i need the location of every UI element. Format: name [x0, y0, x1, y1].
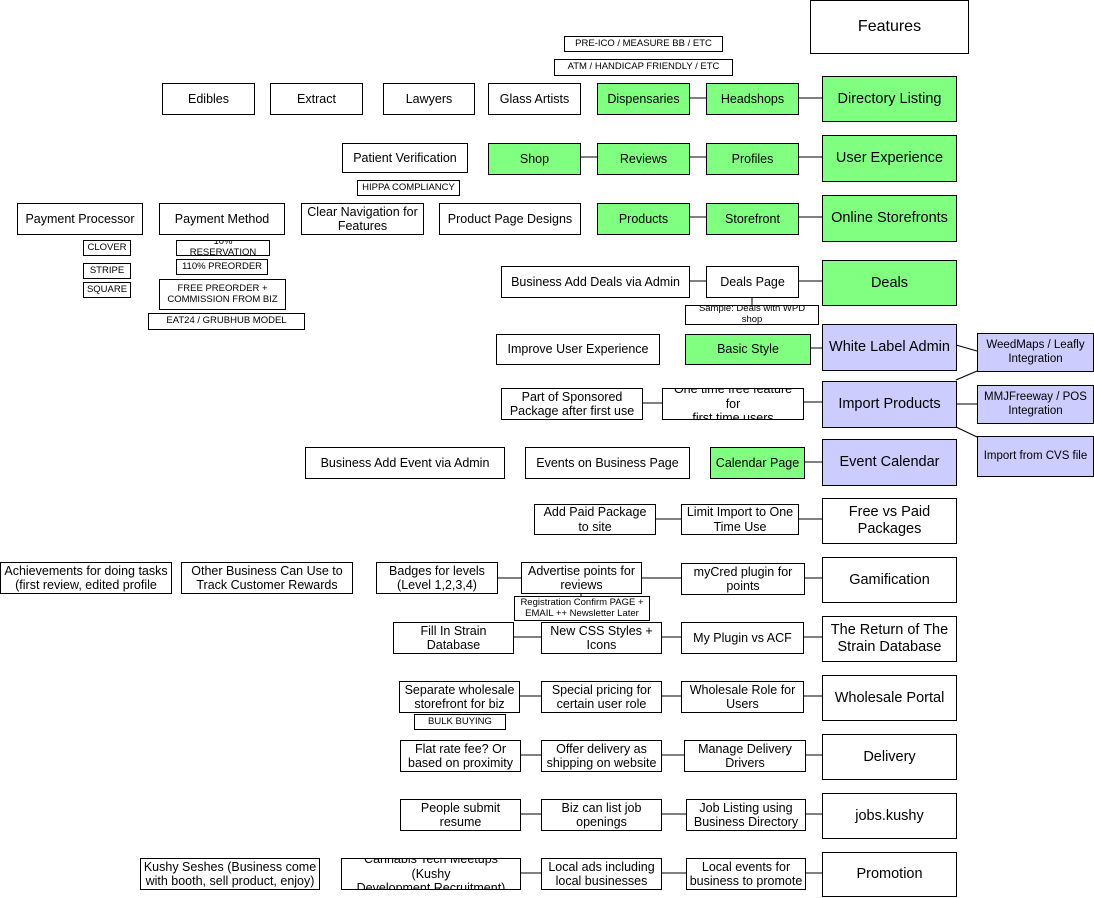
note-eat24: EAT24 / GRUBHUB MODEL	[148, 313, 305, 330]
node-basic-style: Basic Style	[685, 334, 811, 365]
feature-import-products: Import Products	[822, 381, 957, 428]
node-add-paid-package: Add Paid Package to site	[534, 504, 656, 535]
note-bulk-buying: BULK BUYING	[414, 714, 506, 730]
node-one-time-free: One time free feature for first time use…	[662, 388, 804, 420]
note-sample-deals: Sample: Deals with WPD shop	[685, 305, 819, 325]
node-special-pricing: Special pricing for certain user role	[541, 681, 662, 713]
node-badges-levels: Badges for levels (Level 1,2,3,4)	[376, 562, 498, 594]
node-new-css-styles: New CSS Styles + Icons	[541, 622, 662, 654]
node-clear-navigation: Clear Navigation for Features	[301, 203, 424, 235]
node-headshops: Headshops	[706, 83, 799, 115]
node-payment-processor: Payment Processor	[17, 203, 143, 235]
node-achievements: Achievements for doing tasks (first revi…	[0, 562, 172, 594]
node-deals-page: Deals Page	[706, 266, 799, 298]
node-local-events: Local events for business to promote	[686, 858, 806, 890]
node-extract: Extract	[270, 83, 363, 115]
node-patient-verification: Patient Verification	[342, 143, 468, 173]
node-business-add-event: Business Add Event via Admin	[305, 447, 505, 479]
node-glass-artists: Glass Artists	[488, 83, 581, 115]
node-events-business-page: Events on Business Page	[525, 447, 690, 479]
note-preorder: 110% PREORDER	[176, 259, 268, 275]
node-business-add-deals: Business Add Deals via Admin	[501, 266, 690, 298]
feature-online-storefronts: Online Storefronts	[822, 195, 957, 242]
features-header: Features	[810, 0, 969, 54]
node-separate-wholesale: Separate wholesale storefront for biz	[399, 681, 520, 713]
node-biz-list-jobs: Biz can list job openings	[541, 799, 662, 831]
note-clover: CLOVER	[83, 240, 131, 256]
node-edibles: Edibles	[162, 83, 255, 115]
node-manage-drivers: Manage Delivery Drivers	[684, 740, 806, 772]
note-hippa: HIPPA COMPLIANCY	[357, 180, 460, 196]
note-pre-ico: PRE-ICO / MEASURE BB / ETC	[564, 36, 723, 52]
note-stripe: STRIPE	[83, 263, 131, 279]
node-local-ads: Local ads including local businesses	[541, 858, 662, 890]
node-mmjfreeway-integration: MMJFreeway / POS Integration	[977, 385, 1094, 424]
feature-free-vs-paid: Free vs Paid Packages	[822, 498, 957, 544]
node-reviews: Reviews	[597, 143, 690, 175]
node-products: Products	[597, 203, 690, 235]
feature-jobs-kushy: jobs.kushy	[822, 793, 957, 839]
feature-user-experience: User Experience	[822, 135, 957, 182]
node-mycred-plugin: myCred plugin for points	[681, 563, 805, 595]
node-job-listing: Job Listing using Business Directory	[686, 799, 806, 831]
node-profiles: Profiles	[706, 143, 799, 175]
node-lawyers: Lawyers	[383, 83, 475, 115]
node-payment-method: Payment Method	[159, 203, 285, 235]
note-atm: ATM / HANDICAP FRIENDLY / ETC	[554, 59, 733, 76]
feature-gamification: Gamification	[822, 557, 957, 603]
feature-strain-database: The Return of The Strain Database	[822, 616, 957, 662]
note-reservation: 10% RESERVATION	[176, 240, 270, 256]
note-registration-confirm: Registration Confirm PAGE + EMAIL ++ New…	[514, 596, 650, 621]
note-free-preorder: FREE PREORDER + COMMISSION FROM BIZ	[159, 279, 286, 310]
node-weedmaps-integration: WeedMaps / Leafly Integration	[977, 333, 1094, 372]
node-shop: Shop	[488, 143, 581, 175]
node-advertise-points: Advertise points for reviews	[521, 562, 642, 594]
node-people-submit-resume: People submit resume	[400, 799, 521, 831]
node-other-business-rewards: Other Business Can Use to Track Customer…	[181, 562, 353, 594]
node-improve-user-experience: Improve User Experience	[496, 334, 660, 365]
node-dispensaries: Dispensaries	[597, 83, 690, 115]
node-flat-rate-fee: Flat rate fee? Or based on proximity	[400, 740, 521, 772]
node-import-cvs: Import from CVS file	[977, 436, 1094, 477]
note-square: SQUARE	[83, 282, 131, 298]
node-storefront: Storefront	[706, 203, 799, 235]
node-cannabis-tech-meetups: Cannabis Tech Meetups (Kushy Development…	[341, 858, 521, 890]
node-calendar-page: Calendar Page	[710, 447, 805, 479]
feature-wholesale-portal: Wholesale Portal	[822, 675, 957, 721]
feature-deals: Deals	[822, 260, 957, 306]
feature-promotion: Promotion	[822, 852, 957, 897]
node-product-page-designs: Product Page Designs	[439, 203, 581, 235]
feature-delivery: Delivery	[822, 734, 957, 780]
node-my-plugin-vs-acf: My Plugin vs ACF	[681, 622, 804, 654]
feature-white-label-admin: White Label Admin	[822, 324, 957, 371]
feature-directory-listing: Directory Listing	[822, 76, 957, 122]
node-fill-strain-db: Fill In Strain Database	[393, 622, 514, 654]
feature-event-calendar: Event Calendar	[822, 439, 957, 486]
node-kushy-seshes: Kushy Seshes (Business come with booth, …	[140, 858, 320, 890]
node-wholesale-role: Wholesale Role for Users	[681, 681, 804, 713]
node-offer-delivery: Offer delivery as shipping on website	[541, 740, 662, 772]
node-limit-import: Limit Import to One Time Use	[681, 504, 799, 535]
node-sponsored-package: Part of Sponsored Package after first us…	[501, 388, 643, 420]
